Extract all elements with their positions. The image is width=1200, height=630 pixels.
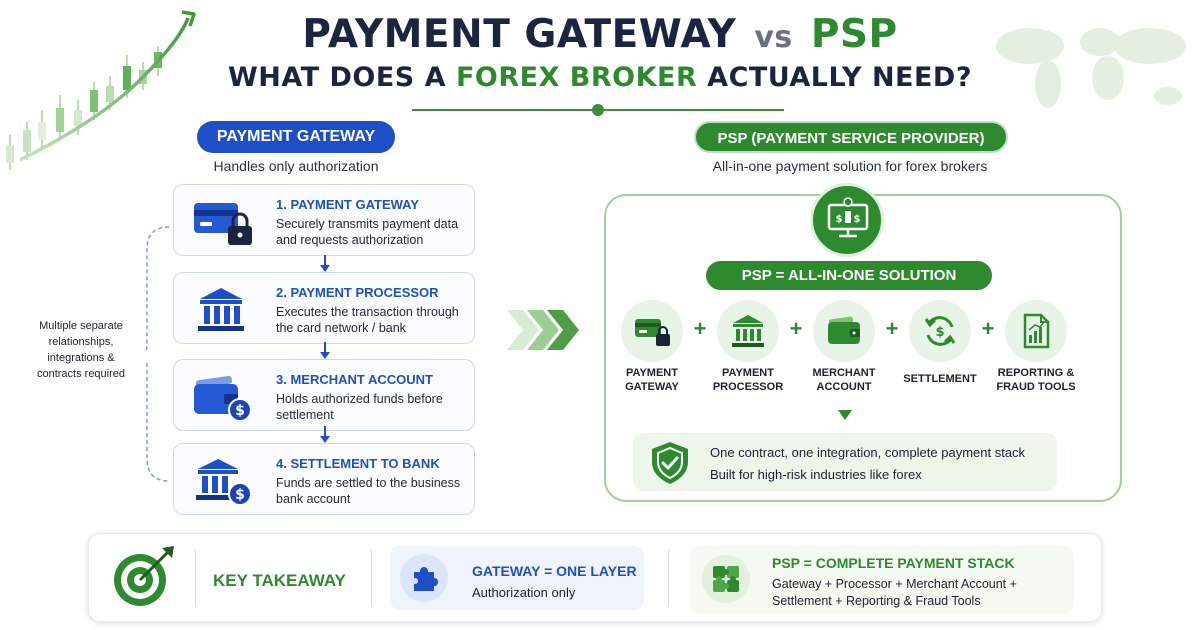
step-card-gateway: 1. PAYMENT GATEWAY Securely transmits pa… xyxy=(173,184,475,256)
step-3-desc: Holds authorized funds before settlement xyxy=(276,392,443,422)
benefit-text-1: One contract, one integration, complete … xyxy=(710,445,1026,460)
component-label-line: MERCHANT xyxy=(812,367,876,379)
step-4-title: 4. SETTLEMENT TO BANK xyxy=(276,456,440,471)
step-card-settlement: $ 4. SETTLEMENT TO BANK Funds are settle… xyxy=(173,443,475,515)
all-in-one-solution-pill: PSP = ALL-IN-ONE SOLUTION xyxy=(706,261,992,290)
component-label-line: PAYMENT xyxy=(626,367,678,379)
puzzle-cluster-icon xyxy=(713,566,739,592)
svg-text:$: $ xyxy=(935,325,944,340)
bank-icon xyxy=(732,315,764,347)
title-rule-right xyxy=(604,109,784,111)
puzzle-piece-icon xyxy=(414,567,438,591)
component-label-line: ACCOUNT xyxy=(816,381,872,393)
title-rule-left xyxy=(412,109,592,111)
step-1-title: 1. PAYMENT GATEWAY xyxy=(276,197,420,212)
subtitle: WHAT DOES A FOREX BROKER ACTUALLY NEED? xyxy=(0,62,1200,93)
component-label-line: REPORTING & xyxy=(997,367,1075,379)
title-vs: vs xyxy=(754,20,793,55)
plus-icon: + xyxy=(789,316,803,341)
takeaway-divider xyxy=(195,550,196,606)
svg-text:$: $ xyxy=(854,214,861,225)
chevron-arrows-icon xyxy=(507,310,579,350)
psp-takeaway-card xyxy=(690,546,1074,614)
component-label-line: SETTLEMENT xyxy=(903,373,977,385)
title-gateway: PAYMENT GATEWAY xyxy=(302,12,737,57)
gateway-subtitle: Handles only authorization xyxy=(213,158,379,174)
payment-gateway-pill: PAYMENT GATEWAY xyxy=(197,121,395,153)
component-label-line: PAYMENT xyxy=(722,367,774,379)
puzzle-circle-green xyxy=(702,555,750,603)
monitor-dollar-icon: $ $ xyxy=(827,197,869,238)
component-label-reporting: REPORTING & FRAUD TOOLS xyxy=(981,366,1091,394)
svg-text:$: $ xyxy=(235,403,245,419)
step-card-merchant: $ 3. MERCHANT ACCOUNT Holds authorized f… xyxy=(173,359,475,431)
benefit-text-2: Built for high-risk industries like fore… xyxy=(710,467,922,482)
component-label-line: PROCESSOR xyxy=(712,381,784,393)
wallet-icon xyxy=(828,316,860,344)
bank-icon xyxy=(198,288,244,331)
title-divider-dot xyxy=(592,104,604,116)
component-reporting xyxy=(1005,300,1067,362)
component-merchant xyxy=(813,300,875,362)
component-label-gateway: PAYMENT GATEWAY xyxy=(597,366,707,394)
report-icon xyxy=(1023,313,1050,349)
step-3-title: 3. MERCHANT ACCOUNT xyxy=(276,372,433,387)
component-gateway xyxy=(621,300,683,362)
component-processor xyxy=(717,300,779,362)
component-label-processor: PAYMENT PROCESSOR xyxy=(693,366,803,394)
component-label-line: GATEWAY xyxy=(625,381,679,393)
plus-icon: + xyxy=(885,316,899,341)
component-label-settlement: SETTLEMENT xyxy=(885,372,995,386)
step-card-processor: 2. PAYMENT PROCESSOR Executes the transa… xyxy=(173,272,475,344)
subtitle-highlight: FOREX BROKER xyxy=(455,62,698,93)
takeaway-divider xyxy=(668,550,669,606)
component-settlement: $ xyxy=(909,300,971,362)
subtitle-part1: WHAT DOES A xyxy=(227,62,447,93)
key-takeaway-label: KEY TAKEAWAY xyxy=(213,571,346,590)
benefit-box xyxy=(633,433,1057,491)
title-psp: PSP xyxy=(810,12,898,57)
wallet-dollar-icon: $ xyxy=(194,375,252,422)
down-arrow-icon xyxy=(320,255,330,272)
card-lock-icon xyxy=(194,203,252,245)
step-2-title: 2. PAYMENT PROCESSOR xyxy=(276,285,439,300)
psp-pill: PSP (PAYMENT SERVICE PROVIDER) xyxy=(694,121,1008,153)
svg-text:$: $ xyxy=(836,214,843,225)
side-note: Multiple separate relationships, integra… xyxy=(36,320,126,380)
settlement-cycle-icon: $ xyxy=(924,316,956,346)
puzzle-circle-blue xyxy=(400,554,448,602)
svg-text:$: $ xyxy=(235,487,245,503)
card-lock-icon xyxy=(635,319,670,346)
step-1-desc: Securely transmits payment data and requ… xyxy=(276,217,459,247)
gateway-takeaway-sub: Authorization only xyxy=(472,585,576,600)
main-title: PAYMENT GATEWAY vs PSP xyxy=(0,12,1200,57)
psp-takeaway-sub: Gateway + Processor + Merchant Account +… xyxy=(772,577,1017,608)
step-2-desc: Executes the transaction through the car… xyxy=(276,305,459,335)
subtitle-part2: ACTUALLY NEED? xyxy=(707,62,973,93)
component-label-line: FRAUD TOOLS xyxy=(996,381,1076,393)
down-arrow-icon xyxy=(320,342,330,359)
world-map-decoration xyxy=(996,28,1186,108)
component-label-merchant: MERCHANT ACCOUNT xyxy=(789,366,899,394)
down-arrow-icon xyxy=(320,426,330,443)
step-4-desc: Funds are settled to the business bank a… xyxy=(276,476,461,506)
shield-check-icon xyxy=(652,442,688,484)
candlestick-chart-decoration xyxy=(6,10,196,170)
target-icon xyxy=(114,546,174,606)
takeaway-divider xyxy=(371,550,372,606)
plus-icon: + xyxy=(981,316,995,341)
plus-icon: + xyxy=(693,316,707,341)
psp-subtitle: All-in-one payment solution for forex br… xyxy=(712,158,988,174)
bank-dollar-icon: $ xyxy=(196,459,252,506)
psp-takeaway-title: PSP = COMPLETE PAYMENT STACK xyxy=(772,555,1015,571)
dashed-bracket xyxy=(145,226,169,482)
monitor-circle: $ $ xyxy=(810,183,884,257)
gateway-takeaway-title: GATEWAY = ONE LAYER xyxy=(472,563,637,579)
triangle-down-icon xyxy=(838,410,852,420)
